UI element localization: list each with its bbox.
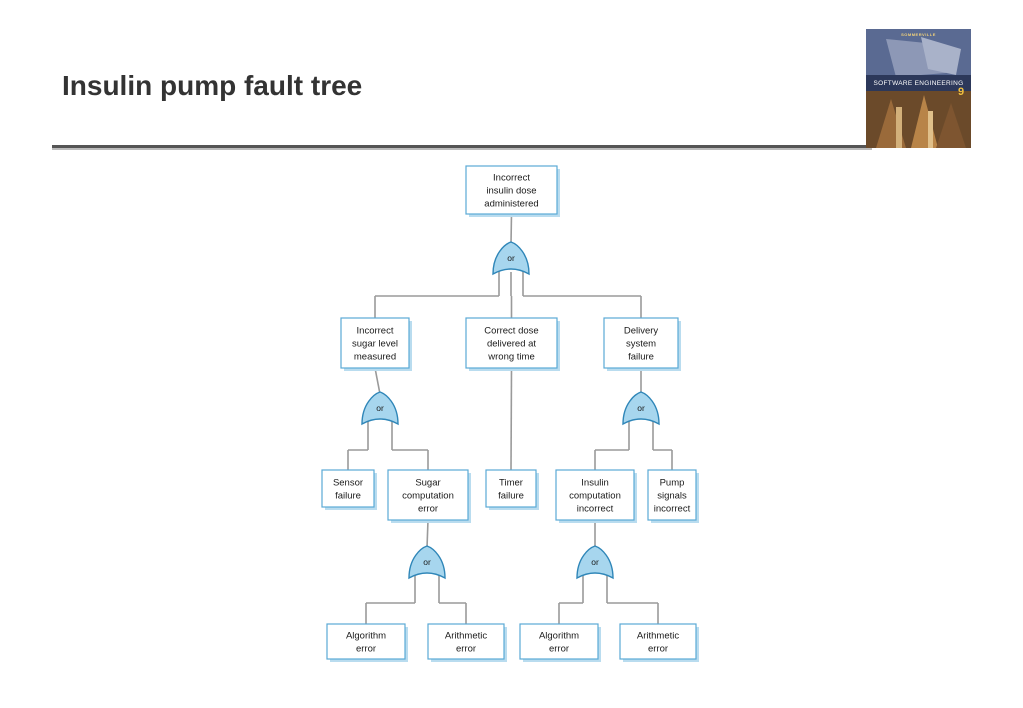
- event-box-frame: [340, 317, 410, 369]
- event-label-line: error: [456, 644, 476, 655]
- book-cover-art: [866, 29, 971, 148]
- title-divider-shadow: [52, 148, 872, 150]
- or-gate-label: or: [423, 557, 431, 567]
- event-label-line: failure: [628, 352, 654, 363]
- or-gate: or: [408, 545, 446, 580]
- event-label-line: incorrect: [577, 504, 614, 515]
- event-box-sugar-measured: Incorrect sugar level measured: [340, 317, 412, 371]
- event-label-line: incorrect: [654, 504, 691, 515]
- event-box-frame: [647, 469, 697, 521]
- or-gate: or: [492, 241, 530, 276]
- book-title: SOFTWARE ENGINEERING: [873, 80, 964, 87]
- or-gate-shape: [576, 545, 614, 580]
- title-divider: [52, 145, 872, 148]
- event-box-root: Incorrect insulin dose administered: [465, 165, 560, 217]
- event-box-frame: [555, 469, 635, 521]
- event-box-wrong-time: Correct dose delivered at wrong time: [465, 317, 560, 371]
- event-box-sensor: Sensor failure: [321, 469, 377, 510]
- event-box-frame: [465, 317, 558, 369]
- event-box-algo1: Algorithm error: [326, 623, 408, 662]
- event-label-line: Sensor: [333, 478, 363, 489]
- event-box-insulin-comp: Insulin computation incorrect: [555, 469, 637, 523]
- event-label-line: Timer: [499, 478, 523, 489]
- event-label-line: Incorrect: [493, 173, 530, 184]
- book-cover-image: SOMMERVILLE SOFTWARE ENGINEERING 9: [866, 29, 971, 148]
- or-gate-shape: [622, 391, 660, 426]
- event-box-frame: [603, 317, 679, 369]
- event-label-line: Incorrect: [357, 326, 394, 337]
- event-label-line: Arithmetic: [445, 631, 487, 642]
- event-box-algo2: Algorithm error: [519, 623, 601, 662]
- event-box-pump: Pump signals incorrect: [647, 469, 699, 523]
- event-box-frame: [326, 623, 406, 660]
- event-box-frame: [427, 623, 505, 660]
- or-gate-label: or: [591, 557, 599, 567]
- event-label-line: delivered at: [487, 339, 536, 350]
- event-label-line: Insulin: [581, 478, 608, 489]
- event-label-line: Arithmetic: [637, 631, 679, 642]
- event-label-line: administered: [484, 199, 538, 210]
- event-box-frame: [519, 623, 599, 660]
- book-edition: 9: [958, 86, 965, 98]
- or-gate-label: or: [507, 253, 515, 263]
- event-box-frame: [619, 623, 697, 660]
- event-label-line: Algorithm: [539, 631, 579, 642]
- event-box-frame: [465, 165, 558, 215]
- or-gate: or: [361, 391, 399, 426]
- connector-line: [510, 213, 513, 245]
- or-gate-label: or: [376, 403, 384, 413]
- or-gate: or: [576, 545, 614, 580]
- connector-line: [374, 367, 381, 395]
- event-label-line: Pump: [660, 478, 685, 489]
- event-label-line: insulin dose: [486, 186, 536, 197]
- event-label-line: Delivery: [624, 326, 659, 337]
- event-label-line: signals: [657, 491, 687, 502]
- event-label-line: Sugar: [415, 478, 440, 489]
- connector-lines: [347, 213, 673, 624]
- event-box-frame: [485, 469, 537, 508]
- event-box-delivery: Delivery system failure: [603, 317, 681, 371]
- event-label-line: failure: [498, 491, 524, 502]
- event-label-line: error: [549, 644, 569, 655]
- event-box-timer: Timer failure: [485, 469, 539, 510]
- event-box-arith2: Arithmetic error: [619, 623, 699, 662]
- event-label-line: error: [356, 644, 376, 655]
- event-label-line: computation: [569, 491, 621, 502]
- event-box-frame: [387, 469, 469, 521]
- event-label-line: computation: [402, 491, 454, 502]
- event-label-line: error: [648, 644, 668, 655]
- event-label-line: sugar level: [352, 339, 398, 350]
- event-box-frame: [321, 469, 375, 508]
- event-label-line: failure: [335, 491, 361, 502]
- connector-line: [426, 519, 429, 549]
- or-gate-shape: [492, 241, 530, 276]
- event-box-sugar-comp: Sugar computation error: [387, 469, 471, 523]
- event-label-line: wrong time: [487, 352, 534, 363]
- or-gate-shape: [408, 545, 446, 580]
- event-label-line: Correct dose: [484, 326, 538, 337]
- or-gate-label: or: [637, 403, 645, 413]
- event-label-line: error: [418, 504, 438, 515]
- event-label-line: Algorithm: [346, 631, 386, 642]
- event-box-arith1: Arithmetic error: [427, 623, 507, 662]
- book-author: SOMMERVILLE: [901, 32, 936, 37]
- event-label-line: system: [626, 339, 656, 350]
- slide-title: Insulin pump fault tree: [62, 70, 363, 101]
- connector-line: [510, 367, 513, 471]
- or-gate-shape: [361, 391, 399, 426]
- or-gate: or: [622, 391, 660, 426]
- event-label-line: measured: [354, 352, 396, 363]
